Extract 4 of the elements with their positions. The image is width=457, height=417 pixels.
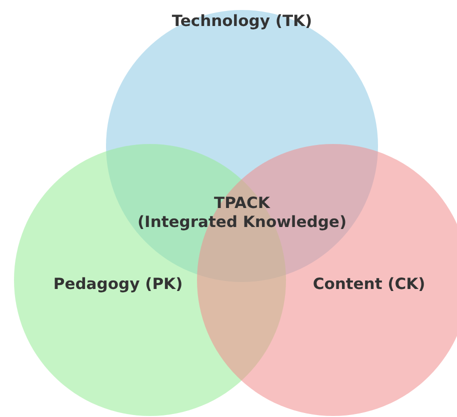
circle-label: Content (CK) — [312, 275, 426, 293]
center-label: TPACK (Integrated Knowledge) — [137, 194, 347, 232]
circle-label: Technology (TK) — [172, 12, 312, 30]
circle-label: Pedagogy (PK) — [53, 275, 183, 293]
